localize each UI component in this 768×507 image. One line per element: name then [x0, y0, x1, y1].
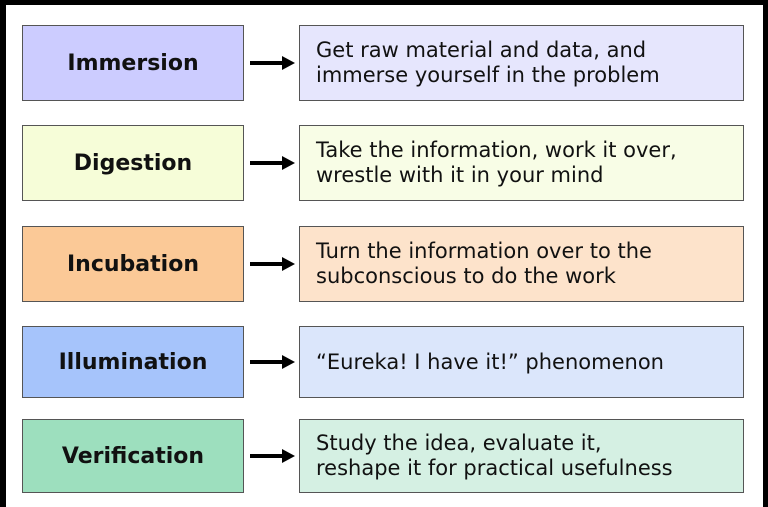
right-arrow-icon: [250, 449, 295, 463]
stage-description-incubation: Turn the information over to the subcons…: [299, 226, 744, 302]
diagram-canvas: Immersion Get raw material and data, and…: [6, 5, 763, 507]
right-arrow-icon: [250, 156, 295, 170]
stage-description-digestion: Take the information, work it over, wres…: [299, 125, 744, 201]
stage-box-verification: Verification: [22, 419, 244, 493]
stage-description-illumination: “Eureka! I have it!” phenomenon: [299, 326, 744, 398]
stage-row-incubation: Incubation Turn the information over to …: [6, 226, 763, 306]
stage-row-verification: Verification Study the idea, evaluate it…: [6, 419, 763, 499]
stage-description-immersion: Get raw material and data, and immerse y…: [299, 25, 744, 101]
stage-box-digestion: Digestion: [22, 125, 244, 201]
right-arrow-icon: [250, 257, 295, 271]
stage-row-immersion: Immersion Get raw material and data, and…: [6, 25, 763, 105]
stage-box-incubation: Incubation: [22, 226, 244, 302]
stage-description-verification: Study the idea, evaluate it, reshape it …: [299, 419, 744, 493]
right-arrow-icon: [250, 56, 295, 70]
stage-box-illumination: Illumination: [22, 326, 244, 398]
stage-box-immersion: Immersion: [22, 25, 244, 101]
stage-row-digestion: Digestion Take the information, work it …: [6, 125, 763, 205]
right-arrow-icon: [250, 355, 295, 369]
stage-row-illumination: Illumination “Eureka! I have it!” phenom…: [6, 326, 763, 406]
